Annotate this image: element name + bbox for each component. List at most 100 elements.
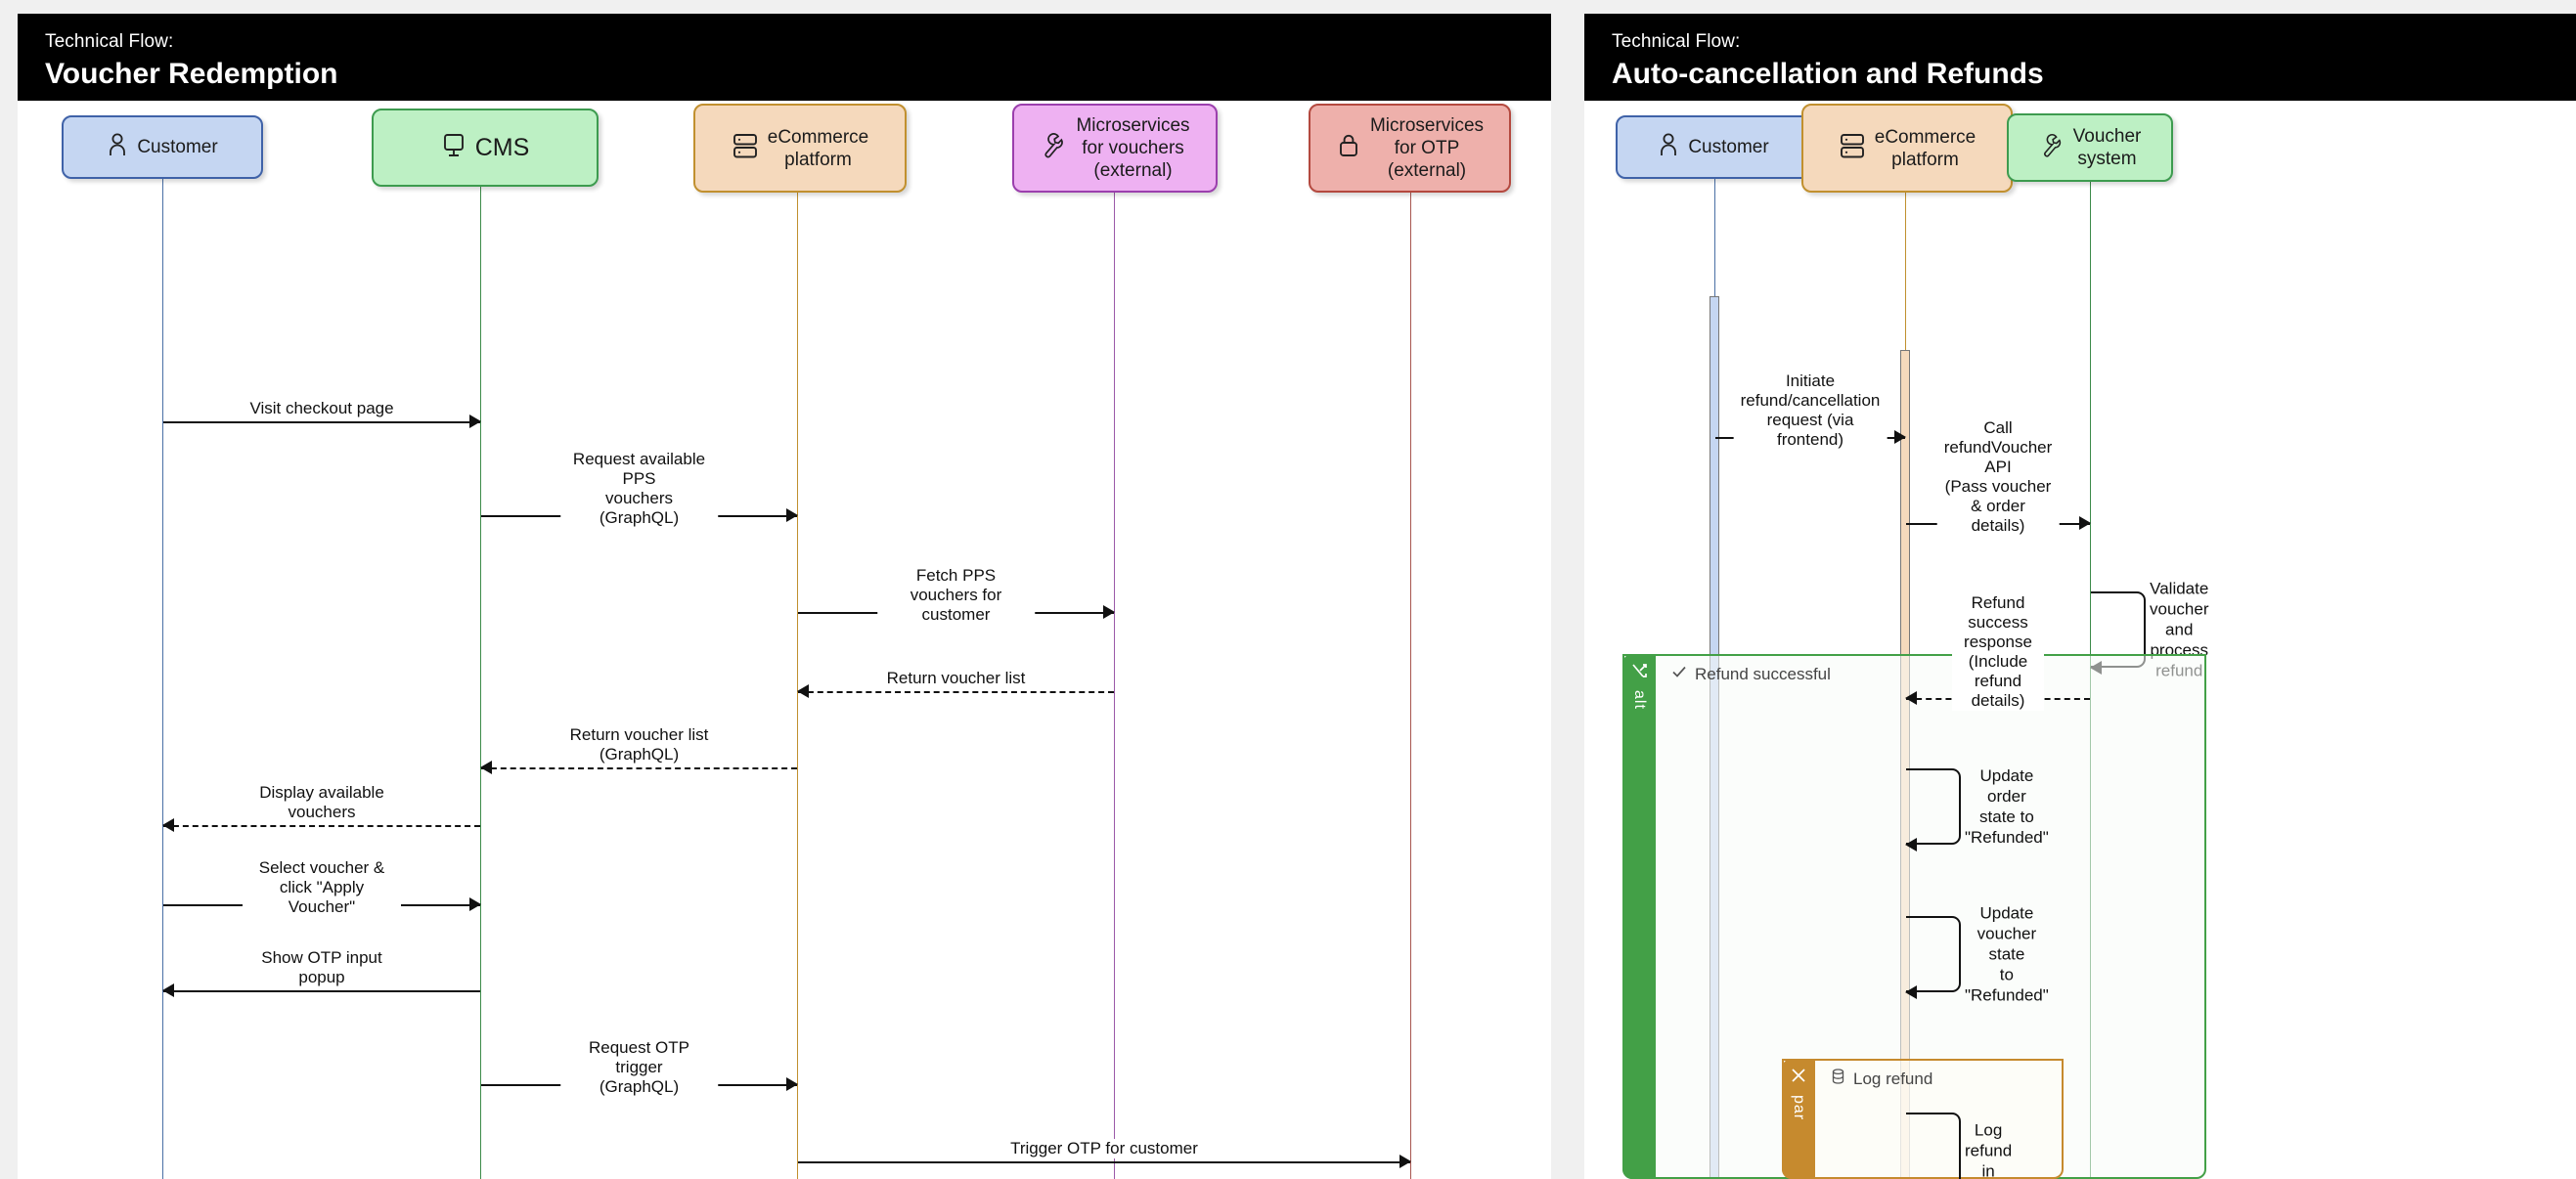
arrow-right-icon — [1103, 605, 1115, 619]
arrow-left-icon — [1905, 985, 1917, 999]
message-label: Request available PPS vouchers (GraphQL) — [559, 450, 719, 528]
fragment-title: Refund successful — [1671, 664, 1831, 685]
self-message-update-order-state: Update order state to "Refunded" — [1905, 766, 2049, 852]
self-message-update-voucher-state: Update voucher state to "Refunded" — [1905, 904, 2049, 1005]
message-initiate-refund-request: Initiate refund/cancellation request (vi… — [1715, 371, 1906, 450]
sequence-canvas-left: Customer CMS eCommerce platform Microser… — [18, 101, 1551, 1179]
wrench-icon — [2039, 132, 2065, 164]
check-icon — [1671, 664, 1687, 685]
message-call-refundvoucher-api: Call refundVoucher API (Pass voucher & o… — [1906, 418, 2091, 536]
fragment-keyword: alt — [1631, 690, 1648, 710]
person-icon — [107, 132, 128, 162]
message-label: Refund success response (Include refund … — [1952, 593, 2044, 711]
message-label: Fetch PPS vouchers for customer — [876, 566, 1036, 625]
message-return-voucher-list: Return voucher list — [797, 669, 1114, 703]
self-message-label: Update voucher state to "Refunded" — [1965, 903, 2049, 1005]
participant-label: Microservices for OTP (external) — [1369, 115, 1485, 181]
arrow-left-icon — [162, 983, 174, 997]
participant-ecommerce-platform[interactable]: eCommerce platform — [1801, 104, 2013, 193]
self-message-path — [1906, 768, 1961, 845]
participant-voucher-system[interactable]: Voucher system — [2007, 113, 2173, 182]
participant-label: Customer — [1688, 137, 1769, 157]
message-label: Display available vouchers — [243, 783, 401, 822]
wrench-icon — [1040, 131, 1067, 165]
arrow-right-icon — [2079, 516, 2091, 530]
message-request-available-pps-vouchers: Request available PPS vouchers (GraphQL) — [481, 450, 798, 528]
person-icon — [1658, 132, 1679, 162]
server-icon — [1839, 131, 1866, 165]
message-trigger-otp-for-customer: Trigger OTP for customer — [798, 1139, 1411, 1173]
panel-header-right: Technical Flow: Auto-cancellation and Re… — [1584, 14, 2576, 101]
arrow-right-icon — [469, 415, 481, 428]
fragment-keyword: par — [1791, 1095, 1807, 1121]
message-label: Request OTP trigger (GraphQL) — [559, 1038, 719, 1097]
message-return-voucher-list-graphql: Return voucher list (GraphQL) — [480, 725, 797, 779]
message-label: Initiate refund/cancellation request (vi… — [1733, 371, 1888, 450]
participant-microservices-otp[interactable]: Microservices for OTP (external) — [1309, 104, 1511, 193]
lifeline-ms-vouchers — [1114, 177, 1115, 1179]
monitor-icon — [441, 132, 466, 164]
participant-label: eCommerce platform — [1874, 126, 1976, 170]
participant-ecommerce-platform[interactable]: eCommerce platform — [693, 104, 907, 193]
arrow-left-icon — [480, 761, 492, 774]
lifeline-ms-otp — [1410, 177, 1411, 1179]
arrow-right-icon — [786, 1077, 798, 1091]
panel-auto-cancellation-refunds: Technical Flow: Auto-cancellation and Re… — [1584, 14, 2576, 1179]
message-label: Return voucher list — [879, 669, 1033, 688]
message-label: Show OTP input popup — [243, 948, 401, 987]
lifeline-customer — [162, 177, 163, 1179]
arrow-right-icon — [469, 897, 481, 911]
fragment-par-log-refund: par Log refund — [1782, 1059, 2064, 1179]
participant-label: Voucher system — [2072, 126, 2142, 169]
participant-microservices-vouchers[interactable]: Microservices for vouchers (external) — [1012, 104, 1218, 193]
fragment-title-label: Log refund — [1853, 1070, 1933, 1088]
message-line — [163, 825, 480, 827]
participant-customer[interactable]: Customer — [62, 115, 263, 179]
message-line — [163, 990, 480, 992]
parallel-icon — [1790, 1067, 1807, 1089]
arrow-right-icon — [1894, 430, 1906, 444]
page-title: Auto-cancellation and Refunds — [1612, 58, 2044, 90]
lock-icon — [1336, 131, 1361, 165]
message-visit-checkout-page: Visit checkout page — [163, 399, 481, 433]
message-select-voucher-apply: Select voucher & click "Apply Voucher" — [163, 858, 481, 917]
arrow-left-icon — [1905, 691, 1917, 705]
arrow-left-icon — [797, 684, 809, 698]
message-request-otp-trigger: Request OTP trigger (GraphQL) — [481, 1038, 798, 1097]
sequence-canvas-right: Customer eCommerce platform Voucher syst… — [1584, 101, 2576, 1179]
message-line — [798, 1161, 1410, 1163]
self-message-log-refund: Log refund in — [1906, 1113, 2012, 1179]
panel-voucher-redemption: Technical Flow: Voucher Redemption Custo… — [18, 14, 1551, 1179]
header-kicker: Technical Flow: — [1612, 31, 1741, 52]
message-label: Call refundVoucher API (Pass voucher & o… — [1936, 418, 2060, 536]
self-message-path — [1906, 1113, 1961, 1179]
server-icon — [732, 131, 759, 165]
arrow-right-icon — [786, 508, 798, 522]
self-message-label: Log refund in — [1965, 1120, 2013, 1179]
message-line — [798, 691, 1114, 693]
participant-customer[interactable]: Customer — [1616, 115, 1811, 179]
page-title: Voucher Redemption — [45, 58, 338, 90]
message-fetch-pps-vouchers-for-customer: Fetch PPS vouchers for customer — [798, 566, 1115, 625]
arrow-left-icon — [1905, 838, 1917, 852]
participant-label: CMS — [474, 133, 530, 161]
fragment-tab: alt — [1622, 654, 1656, 1179]
message-label: Select voucher & click "Apply Voucher" — [243, 858, 401, 917]
panel-header-left: Technical Flow: Voucher Redemption — [18, 14, 1551, 101]
participant-label: Customer — [137, 137, 218, 157]
fragment-title-label: Refund successful — [1695, 665, 1831, 683]
self-message-path — [1906, 916, 1961, 992]
fragment-title: Log refund — [1831, 1069, 1932, 1090]
message-label: Return voucher list (GraphQL) — [559, 725, 719, 764]
arrow-right-icon — [1399, 1155, 1411, 1168]
message-refund-success-response: Refund success response (Include refund … — [1905, 593, 2090, 711]
fragment-tab: par — [1782, 1059, 1815, 1179]
participant-cms[interactable]: CMS — [372, 109, 599, 187]
branch-icon — [1630, 662, 1648, 684]
self-message-label: Update order state to "Refunded" — [1965, 766, 2049, 847]
message-line — [163, 421, 480, 423]
lifeline-ecommerce — [797, 177, 798, 1179]
database-icon — [1831, 1069, 1845, 1090]
message-label: Trigger OTP for customer — [1003, 1139, 1205, 1158]
